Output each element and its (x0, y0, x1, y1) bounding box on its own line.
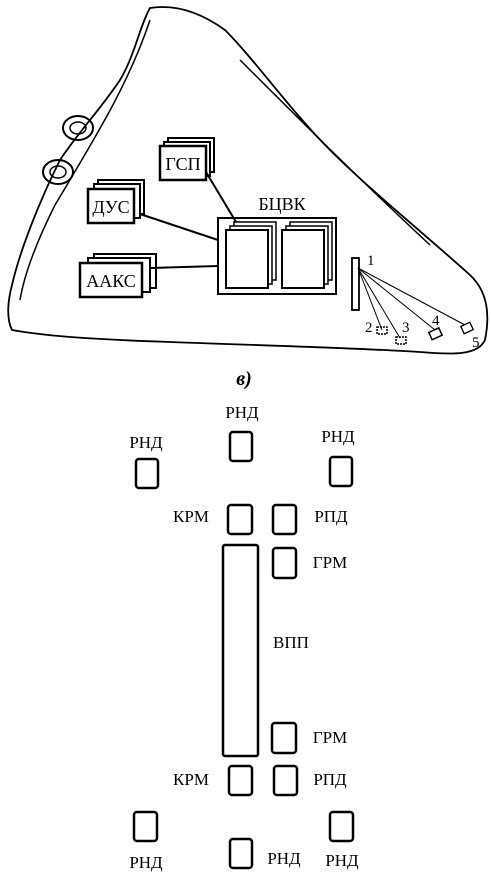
sensor-3 (395, 336, 407, 345)
sensor-group: 1 2 3 4 5 (351, 253, 480, 351)
engine-1 (62, 115, 94, 141)
rpd-top-label: РПД (314, 507, 348, 526)
rnd-top (228, 430, 254, 463)
sensor-label-4: 4 (432, 313, 440, 329)
airfield-layout: РНД РНД РНД КРМ РПД ВПП ГРМ ГРМ КРМ РПД … (129, 403, 359, 872)
rnd-top-label: РНД (225, 403, 259, 422)
aircraft-edge-line (19, 19, 151, 301)
grm-bottom (270, 721, 298, 755)
aaks-block: ААКС (78, 253, 157, 299)
gsp-label: ГСП (165, 154, 200, 174)
grm-top (271, 546, 298, 580)
figure-caption: в) (236, 368, 252, 390)
rpd-bottom-label: РПД (313, 770, 347, 789)
aircraft-outline (7, 6, 489, 355)
rnd-bottom (228, 837, 254, 870)
aircraft-panel-line (239, 59, 431, 246)
krm-top-label: КРМ (173, 507, 209, 526)
dus-block: ДУС (86, 179, 145, 225)
engine-2 (42, 159, 74, 185)
sensor-2 (376, 326, 388, 335)
sensor-label-5: 5 (472, 335, 480, 351)
rnd-bottom-right-label: РНД (325, 851, 359, 870)
rpd-bottom (272, 764, 299, 797)
sensor-5 (459, 321, 475, 335)
aircraft-scheme (7, 6, 489, 355)
rpd-top (271, 503, 298, 536)
runway-label: ВПП (273, 633, 309, 652)
bcvk-label: БЦВК (258, 194, 306, 214)
engine-2-inner (49, 165, 67, 179)
krm-top (226, 503, 254, 536)
connections (139, 171, 237, 269)
sensor-label-3: 3 (402, 320, 410, 336)
bcvk-block: БЦВК (217, 194, 337, 295)
rnd-bottom-label: РНД (267, 849, 301, 868)
rnd-top-right-label: РНД (321, 427, 355, 446)
krm-bottom (227, 764, 254, 797)
grm-bottom-label: ГРМ (313, 728, 347, 747)
rnd-bottom-left-label: РНД (129, 853, 163, 872)
dus-label: ДУС (92, 197, 129, 217)
sensor-label-1: 1 (367, 253, 375, 269)
rnd-bottom-right (328, 810, 355, 843)
grm-top-label: ГРМ (313, 553, 347, 572)
rnd-bottom-left (132, 810, 159, 843)
sensor-label-2: 2 (365, 320, 373, 336)
gsp-block: ГСП (158, 137, 215, 182)
aaks-label: ААКС (86, 271, 136, 291)
rnd-top-left (134, 457, 160, 490)
engine-1-inner (69, 121, 87, 135)
runway (221, 543, 260, 758)
krm-bottom-label: КРМ (173, 770, 209, 789)
rnd-top-left-label: РНД (129, 433, 163, 452)
rnd-top-right (328, 455, 354, 488)
sensor-4 (427, 326, 444, 341)
